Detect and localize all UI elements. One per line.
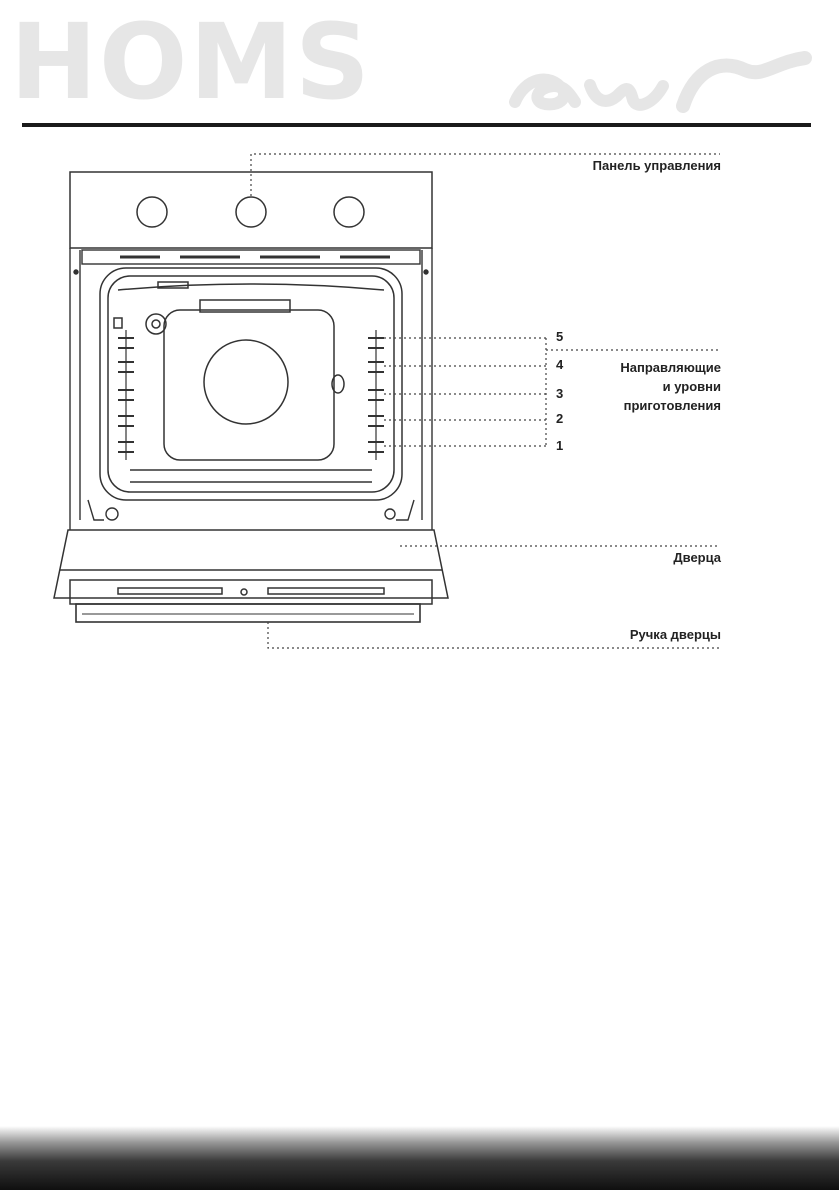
oven-cavity bbox=[99, 267, 403, 501]
header-rule bbox=[22, 123, 811, 127]
leader-control-panel bbox=[250, 153, 720, 196]
leader-door-handle bbox=[267, 622, 720, 649]
brand-logo: HOMS bbox=[10, 1, 372, 123]
leader-levels-bracket bbox=[545, 338, 720, 446]
label-guides-line3: приготовления bbox=[623, 398, 721, 413]
fan-cover bbox=[203, 339, 289, 425]
door-hinges bbox=[87, 499, 415, 521]
label-guides-line2: и уровни bbox=[662, 379, 721, 394]
control-knob-1 bbox=[136, 196, 168, 228]
level-4-label: 4 bbox=[556, 357, 564, 372]
control-panel bbox=[69, 171, 433, 249]
oven-diagram bbox=[53, 153, 720, 649]
level-1-label: 1 bbox=[556, 438, 564, 453]
control-knob-3 bbox=[333, 196, 365, 228]
level-2-label: 2 bbox=[556, 411, 564, 426]
rack-guides-right bbox=[368, 330, 384, 460]
level-3-label: 3 bbox=[556, 386, 564, 401]
oven-door bbox=[53, 529, 449, 605]
rack-guides-left bbox=[118, 330, 134, 460]
label-door-handle: Ручка дверцы bbox=[629, 627, 721, 642]
oven-body bbox=[69, 248, 433, 530]
leader-lines bbox=[250, 153, 720, 649]
control-knob-2 bbox=[235, 196, 267, 228]
oven-lamp bbox=[145, 313, 167, 335]
door-handle bbox=[75, 603, 421, 623]
label-door: Дверца bbox=[673, 550, 721, 565]
footer-bar bbox=[0, 1126, 839, 1190]
label-guides-and-levels: Направляющие и уровни приготовления bbox=[591, 358, 721, 415]
label-control-panel: Панель управления bbox=[592, 158, 721, 173]
brand-script-logo bbox=[509, 51, 812, 113]
level-5-label: 5 bbox=[556, 329, 564, 344]
label-guides-line1: Направляющие bbox=[620, 360, 721, 375]
